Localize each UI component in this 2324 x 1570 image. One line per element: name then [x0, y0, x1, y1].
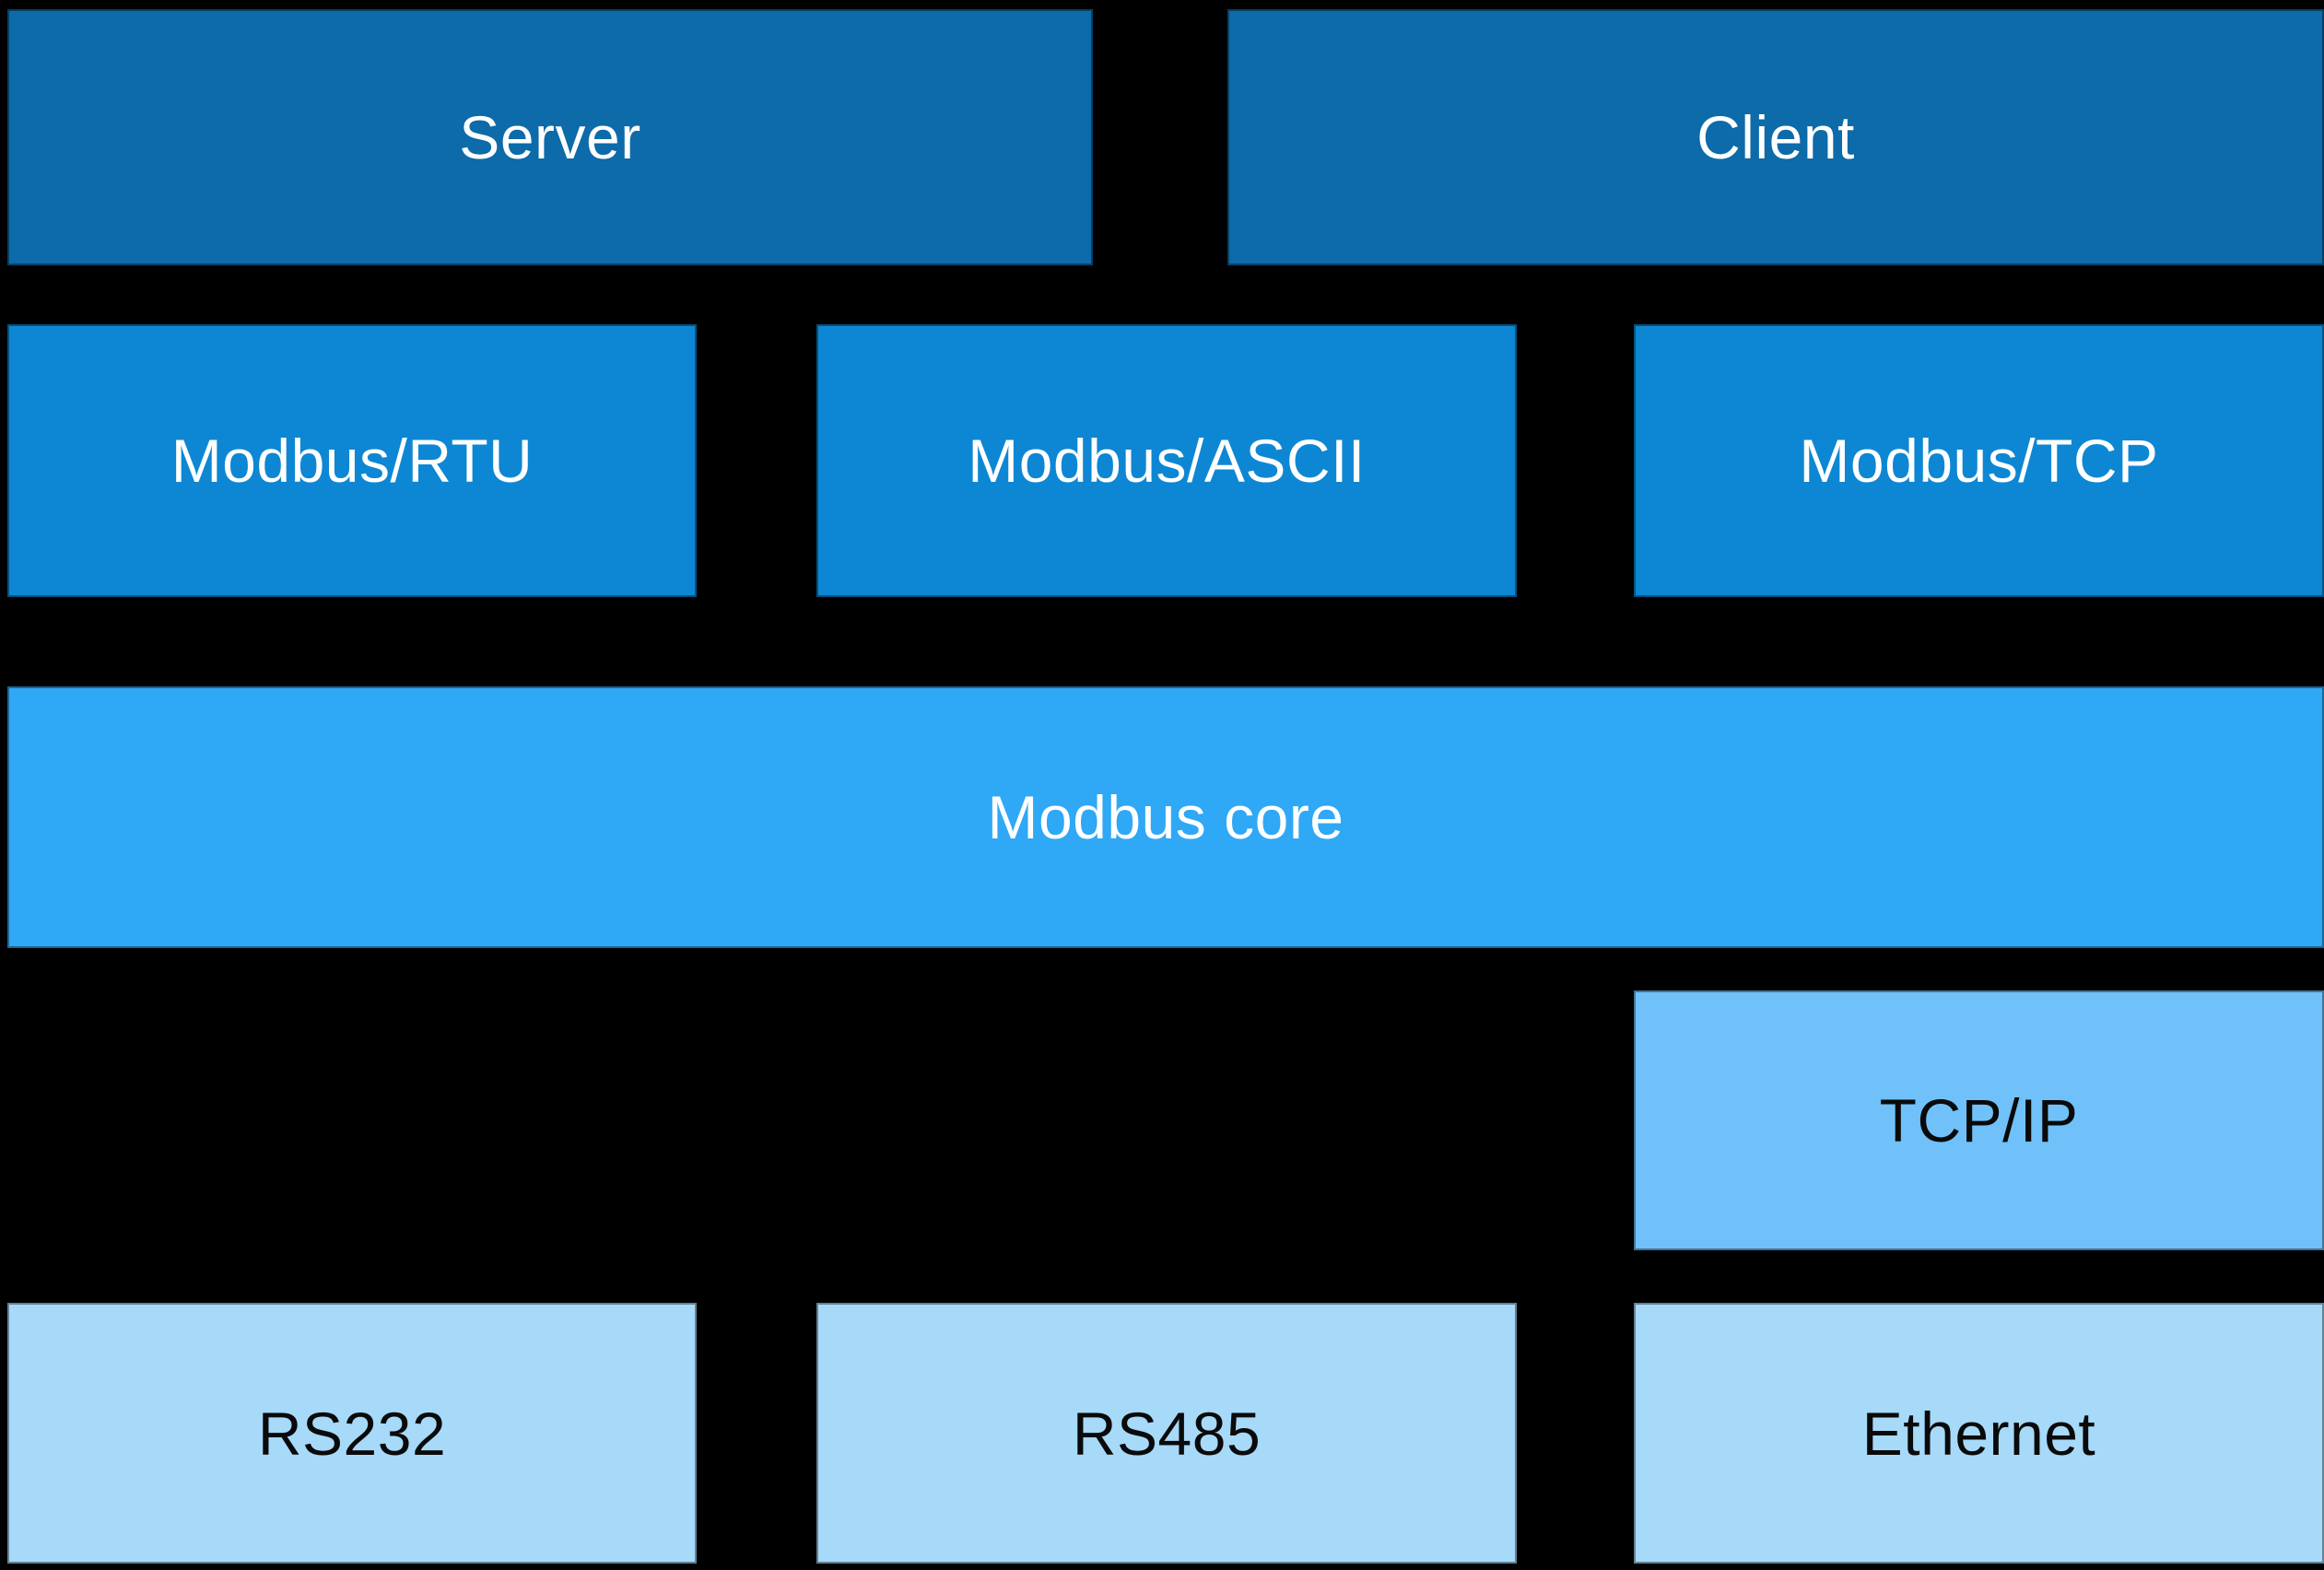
server-node: Server [7, 9, 1093, 265]
client-node-label: Client [1696, 103, 1855, 171]
modbus-tcp-node-label: Modbus/TCP [1799, 427, 2159, 495]
modbus-ascii-node-label: Modbus/ASCII [968, 427, 1366, 495]
rs485-node-label: RS485 [1072, 1399, 1262, 1468]
modbus-ascii-node: Modbus/ASCII [816, 324, 1517, 597]
modbus-rtu-node-label: Modbus/RTU [170, 427, 534, 495]
rs232-node-label: RS232 [257, 1399, 447, 1468]
tcp-ip-node: TCP/IP [1634, 990, 2324, 1250]
rs485-node: RS485 [816, 1303, 1517, 1564]
ethernet-node: Ethernet [1634, 1303, 2324, 1564]
ethernet-node-label: Ethernet [1861, 1399, 2096, 1468]
server-node-label: Server [459, 103, 641, 171]
modbus-rtu-node: Modbus/RTU [7, 324, 697, 597]
modbus-core-node: Modbus core [7, 686, 2324, 948]
tcp-ip-node-label: TCP/IP [1879, 1086, 2079, 1154]
client-node: Client [1227, 9, 2324, 265]
modbus-core-node-label: Modbus core [987, 783, 1344, 851]
rs232-node: RS232 [7, 1303, 697, 1564]
modbus-tcp-node: Modbus/TCP [1634, 324, 2324, 597]
